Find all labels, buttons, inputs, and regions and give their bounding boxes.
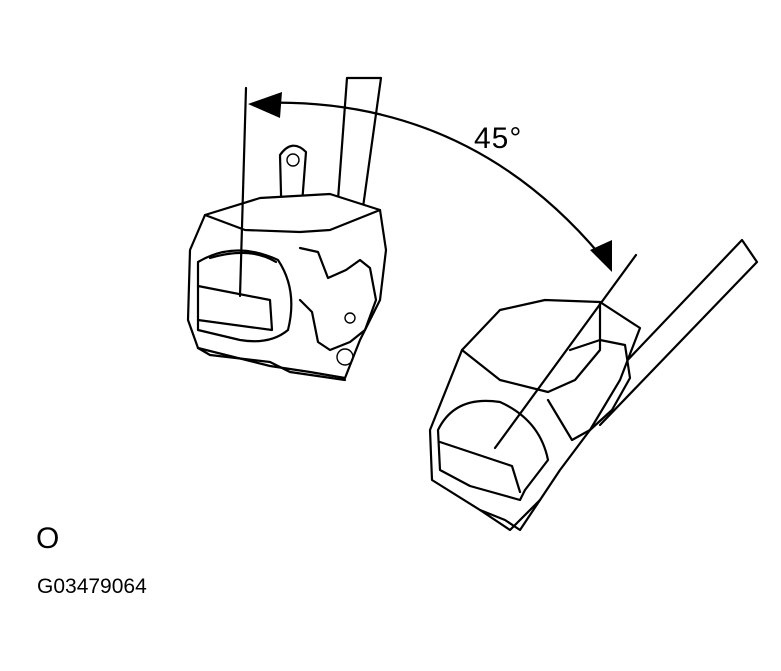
tilted-lock-mechanism: [546, 338, 632, 442]
spool-edge: [196, 284, 274, 332]
retractor-upright: [186, 76, 388, 382]
tilted-housing-top: [460, 300, 602, 394]
arrowhead-right: [590, 240, 612, 272]
lock-mechanism: [298, 246, 378, 352]
mechanism-hole-2: [336, 348, 354, 366]
spool-rim: [208, 251, 278, 264]
mechanism-hole-1: [344, 312, 356, 324]
housing-base: [196, 346, 347, 382]
angle-arc: [248, 92, 612, 272]
angle-arc-line: [256, 101, 608, 264]
tilted-spool-drum: [436, 399, 550, 502]
reference-line-tilted: [493, 253, 638, 450]
reference-line-vertical: [238, 86, 248, 298]
housing-top-face: [203, 208, 382, 234]
tilted-spool-edge: [438, 440, 522, 494]
tilted-housing-base: [478, 498, 542, 532]
retractor-tilted: [428, 238, 759, 532]
figure-id-label: G03479064: [37, 575, 147, 598]
mounting-hole: [286, 153, 300, 167]
view-code-label: O: [36, 522, 60, 555]
arrowhead-left: [248, 92, 282, 118]
angle-label: 45°: [474, 122, 523, 155]
